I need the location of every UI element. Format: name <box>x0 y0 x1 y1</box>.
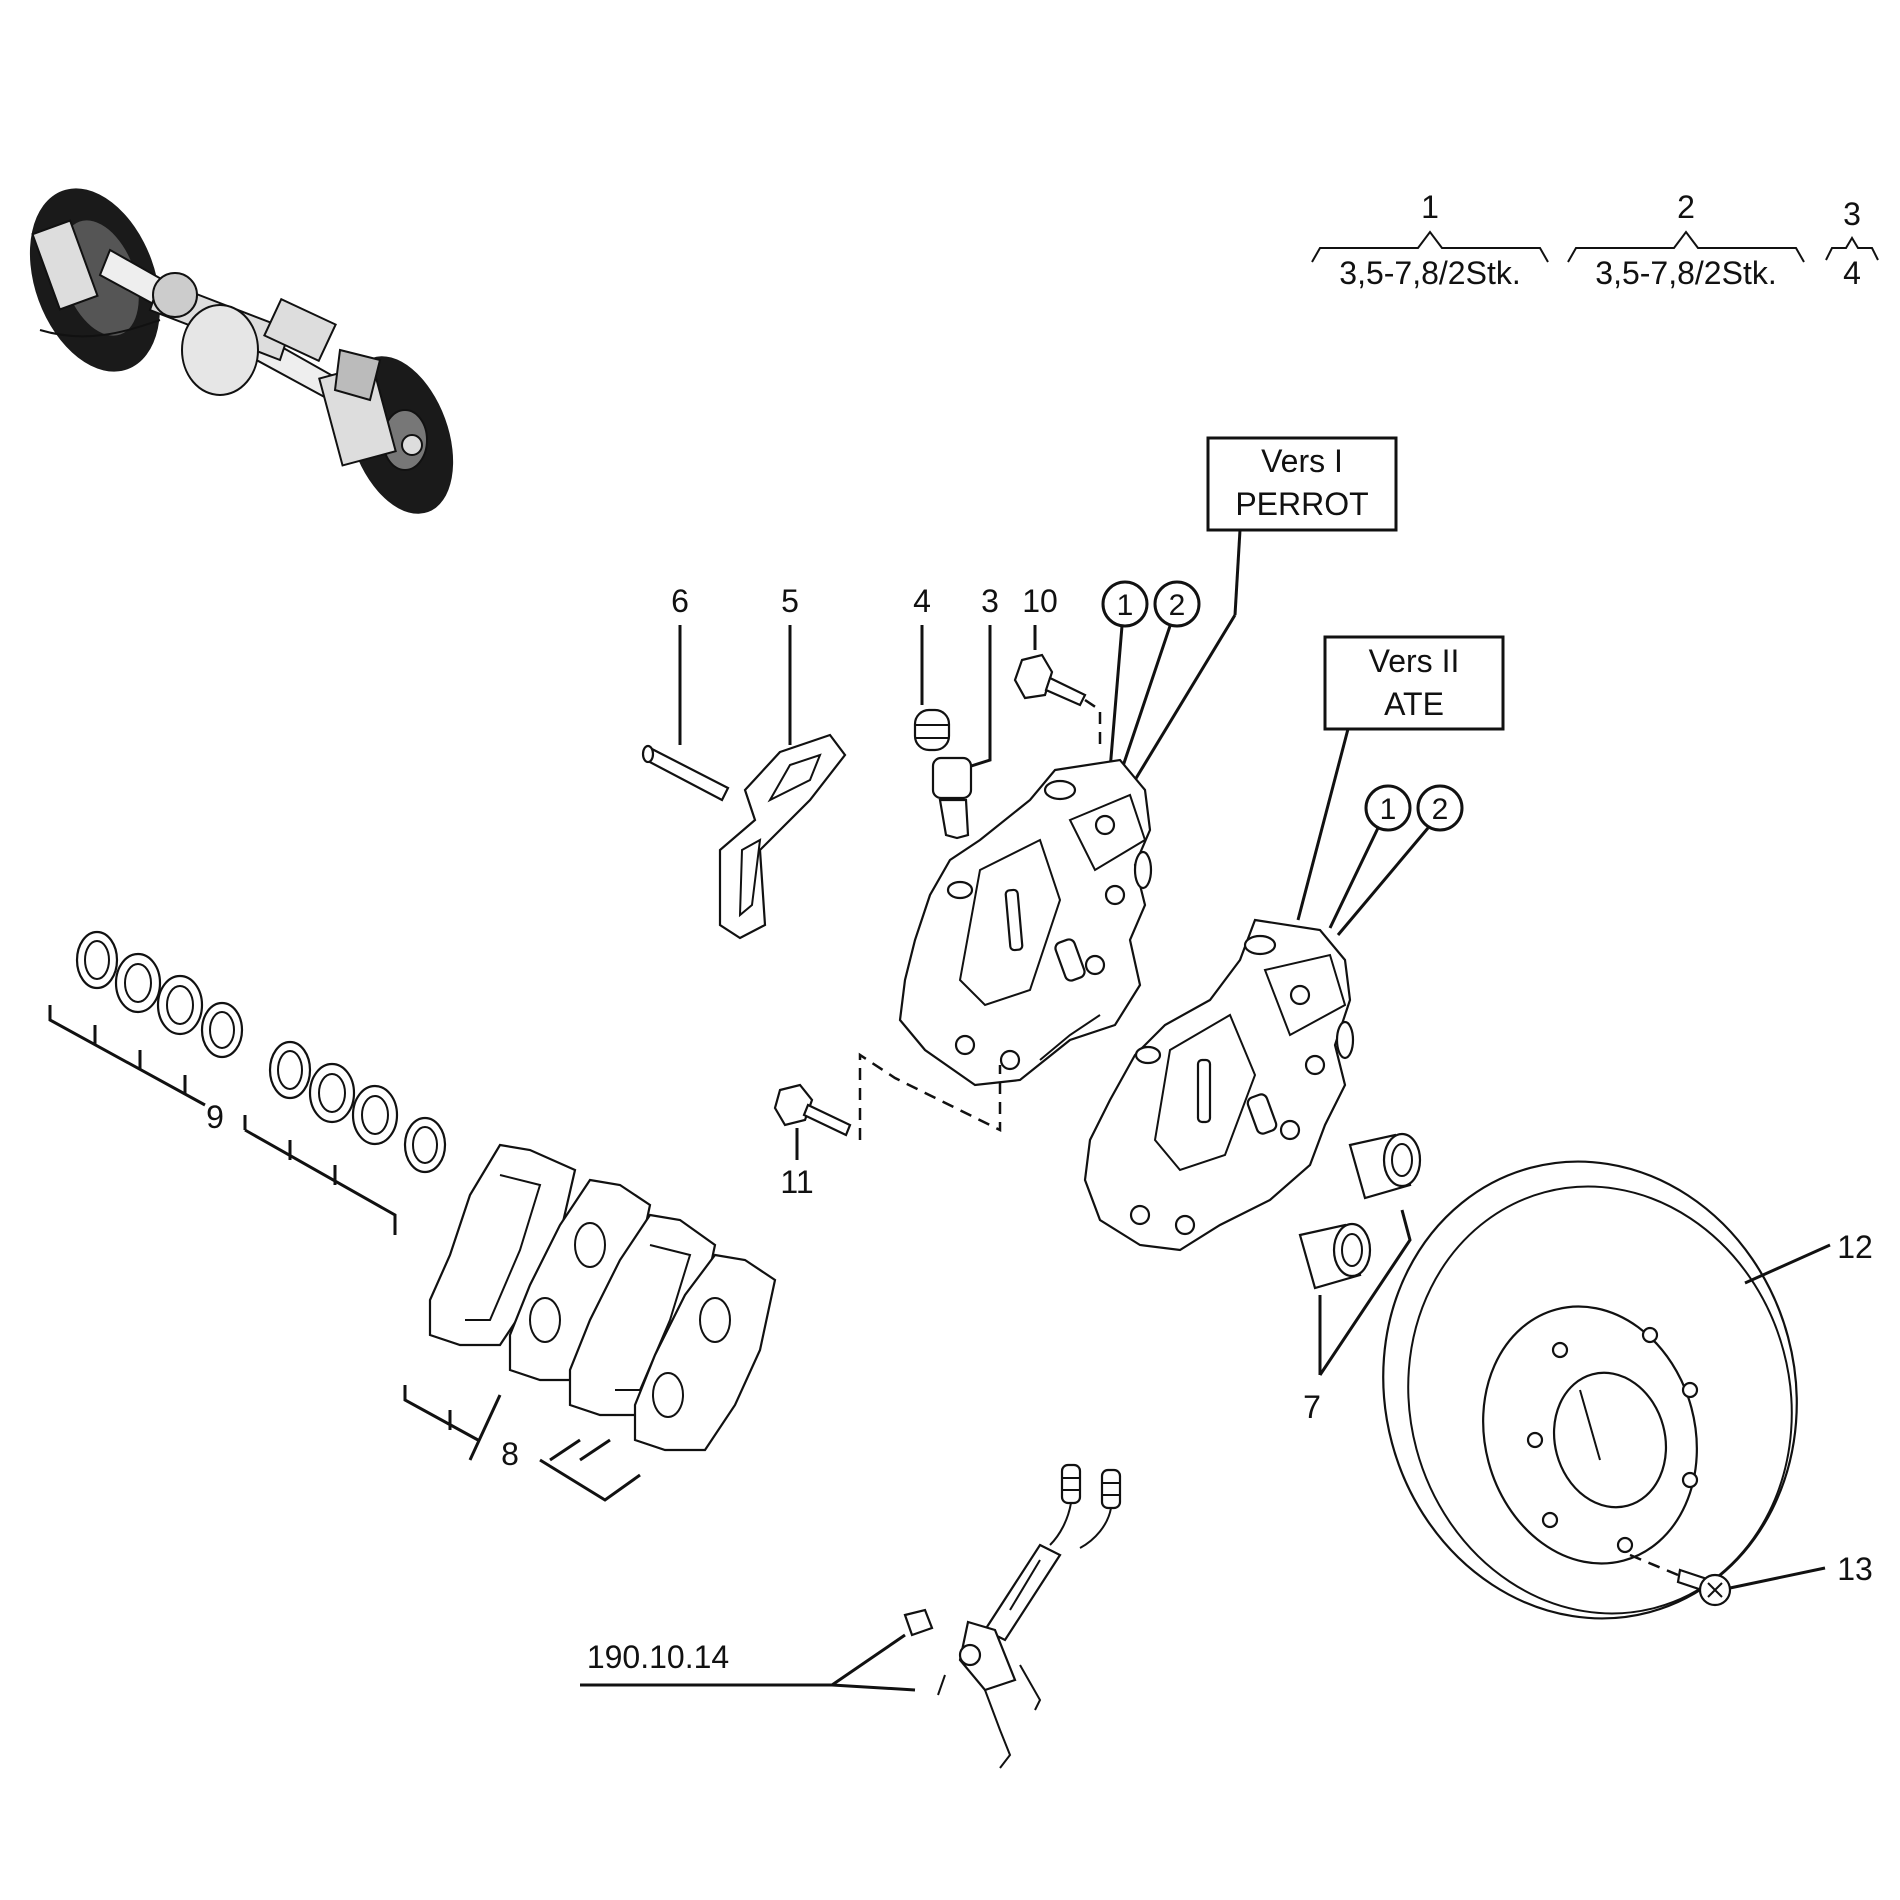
label-3: 3 <box>981 583 999 619</box>
axle-overview-icon <box>29 188 454 514</box>
legend-2-range: 3,5-7,8/2Stk. <box>1595 255 1776 291</box>
caliper-ate-icon <box>1083 918 1355 1252</box>
label-5: 5 <box>781 583 799 619</box>
brake-pad-icon <box>428 1143 777 1452</box>
bushings-part-7: 7 <box>1298 1132 1422 1425</box>
label-6: 6 <box>671 583 689 619</box>
version-box-perrot: Vers I PERROT <box>1133 436 1398 781</box>
version-2-brand: ATE <box>1384 686 1444 722</box>
seal-rings-part-9: 9 <box>48 930 447 1235</box>
label-ref-190-10-14: 190.10.14 <box>587 1639 729 1675</box>
caliper-perrot-icon <box>898 758 1153 1087</box>
label-12: 12 <box>1837 1229 1873 1265</box>
legend-group-2: 2 3,5-7,8/2Stk. <box>1567 189 1805 291</box>
brake-disc-icon: 12 <box>1382 1160 1873 1620</box>
legend-1-number: 1 <box>1421 189 1439 225</box>
circled-callouts-perrot: 1 2 <box>1101 580 1201 776</box>
mounting-bolt-part-11: 11 <box>773 1083 852 1200</box>
label-9: 9 <box>206 1099 224 1135</box>
circle-2-ate: 2 <box>1432 793 1449 826</box>
wear-sensor-icon: 190.10.14 <box>580 1463 1122 1769</box>
legend-group-1: 1 3,5-7,8/2Stk. <box>1311 189 1549 291</box>
legend-1-range: 3,5-7,8/2Stk. <box>1339 255 1520 291</box>
label-7: 7 <box>1303 1389 1321 1425</box>
legend-2-number: 2 <box>1677 189 1695 225</box>
brake-pads-part-8: 8 <box>403 1143 777 1502</box>
circle-1-ate: 1 <box>1380 793 1397 826</box>
legend-group-3: 3 4 <box>1825 196 1879 291</box>
version-1-brand: PERROT <box>1235 486 1368 522</box>
spring-clip-part-5: 5 <box>718 583 847 940</box>
seal-ring-icon <box>75 930 447 1174</box>
guide-pin-part-6: 6 <box>641 583 730 802</box>
label-10: 10 <box>1022 583 1058 619</box>
bolt-part-10: 10 <box>1013 583 1102 750</box>
circled-callouts-ate: 1 2 <box>1328 784 1464 936</box>
version-1-title: Vers I <box>1261 443 1343 479</box>
circle-2-perrot: 2 <box>1169 589 1186 622</box>
legend-3-bottom: 4 <box>1843 255 1861 291</box>
label-8: 8 <box>501 1436 519 1472</box>
disc-screw-part-13: 13 <box>1629 1551 1873 1607</box>
bleeder-screw-part-3: 3 <box>931 583 999 840</box>
legend-3-top: 3 <box>1843 196 1861 232</box>
bleeder-cap-part-4: 4 <box>913 583 951 752</box>
mounting-guide-dashed <box>858 1052 1002 1140</box>
circle-1-perrot: 1 <box>1117 589 1134 622</box>
label-4: 4 <box>913 583 931 619</box>
version-2-title: Vers II <box>1369 643 1460 679</box>
version-box-ate: Vers II ATE <box>1296 635 1505 921</box>
label-11: 11 <box>780 1164 813 1200</box>
label-13: 13 <box>1837 1551 1873 1587</box>
